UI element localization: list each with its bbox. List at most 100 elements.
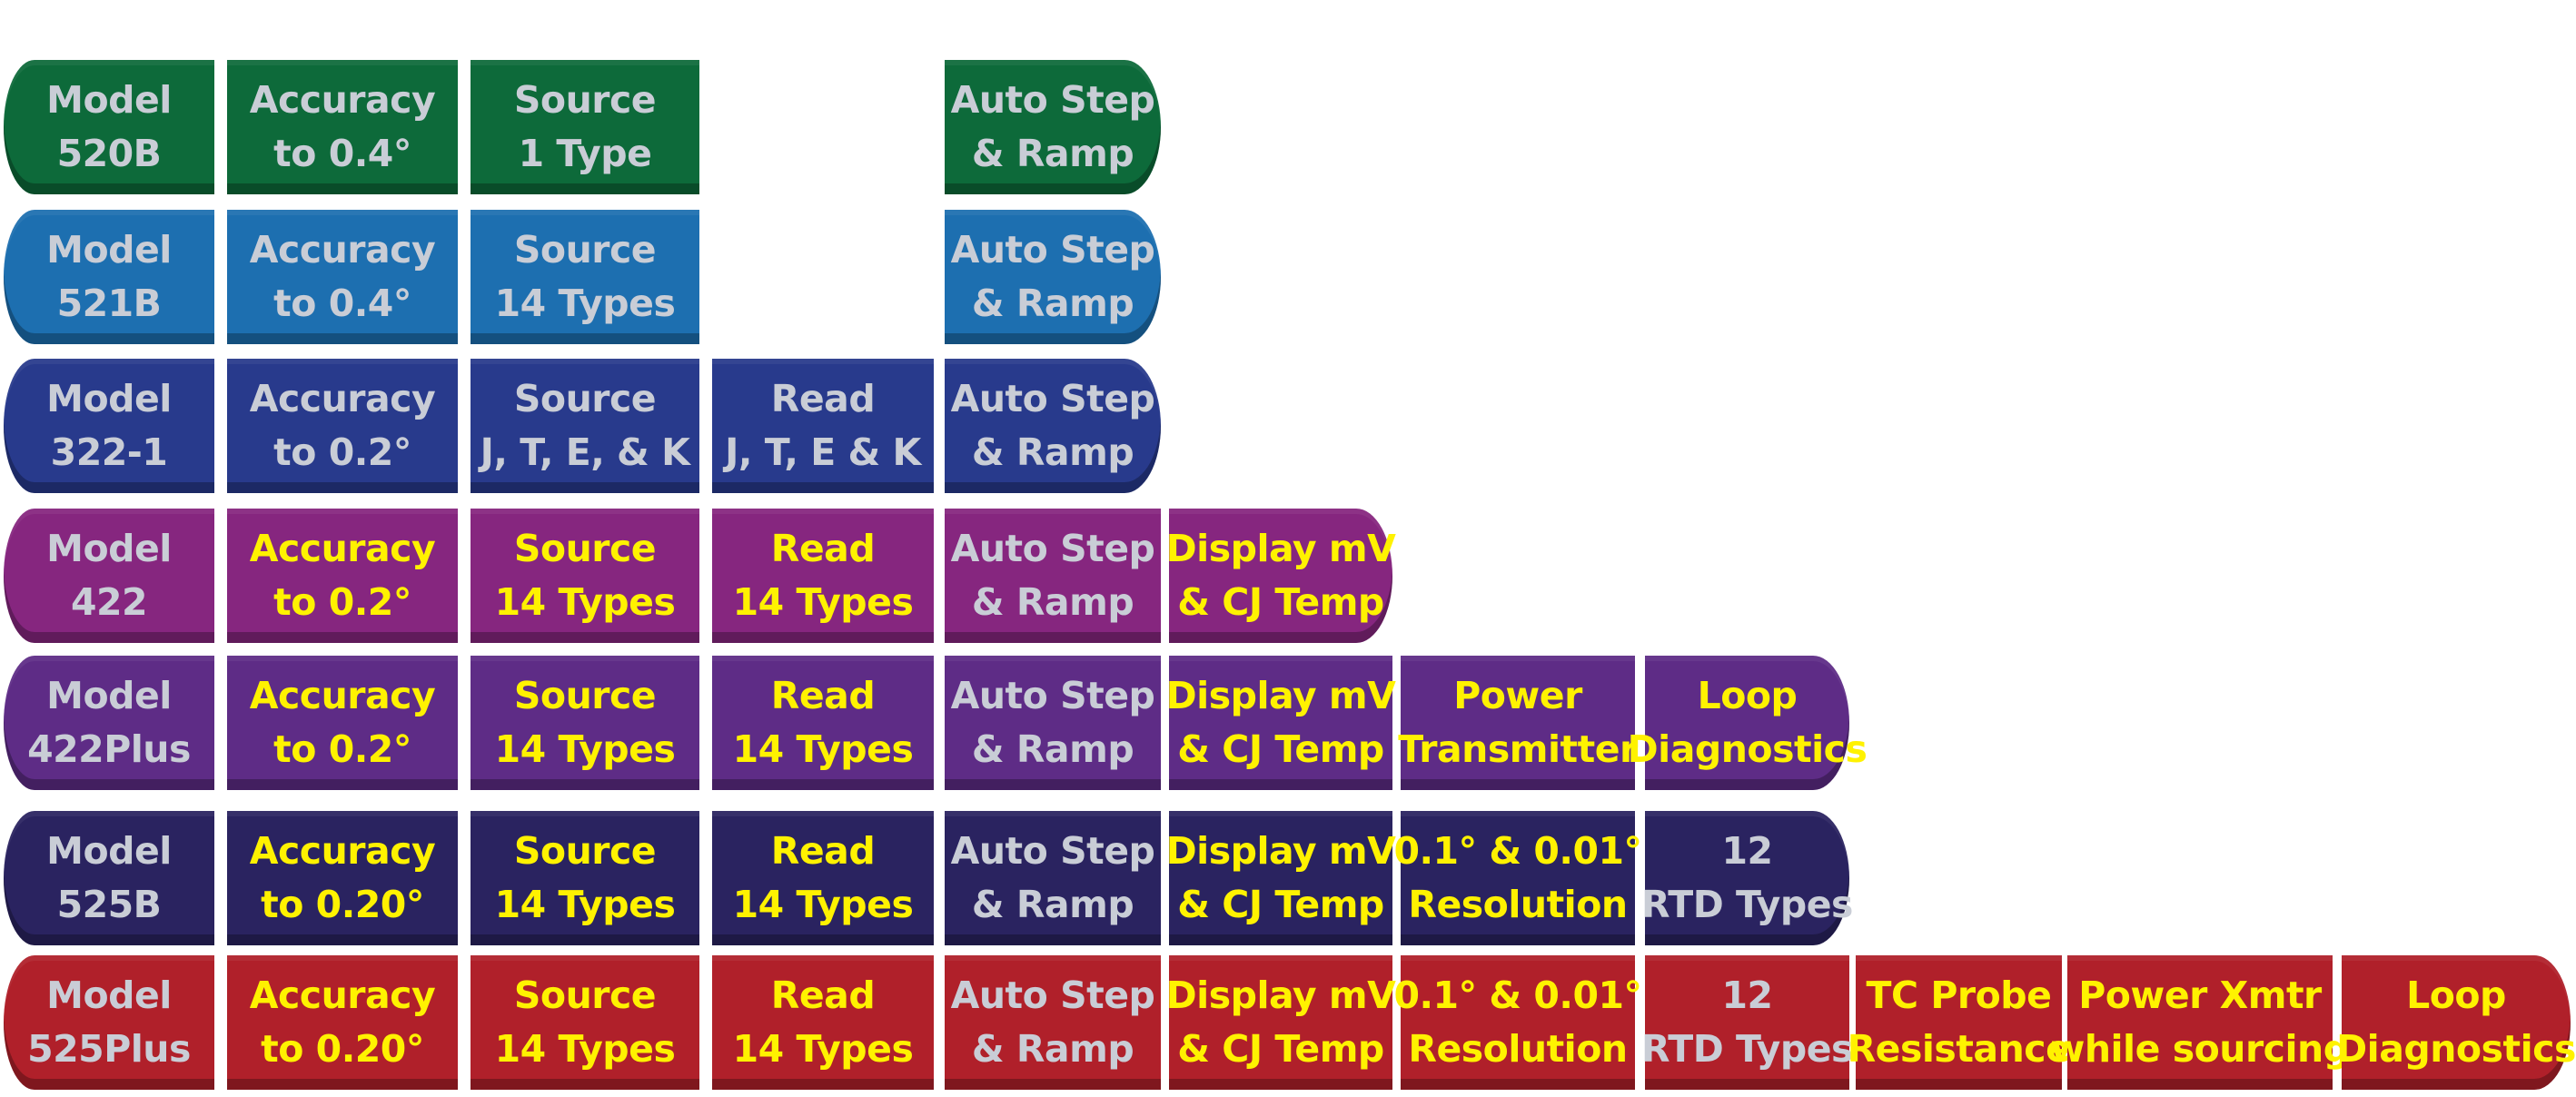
cell-line-bottom: RTD Types [1641, 883, 1853, 926]
cell-line-top: Source [513, 228, 657, 272]
cell-line-bottom: 422 [70, 580, 148, 624]
feature-cell: Power Xmtr while sourcing [2050, 955, 2350, 1090]
cell-line-top: Auto Step [950, 228, 1155, 272]
cell-line-bottom: 1 Type [518, 132, 652, 175]
cell-line-top: Source [513, 674, 657, 717]
feature-cell: Accuracy to 0.2° [227, 359, 458, 493]
cell-line-top: Loop [2406, 973, 2506, 1017]
cell-line-top: Read [770, 973, 876, 1017]
cell-line-top: Power Xmtr [2078, 973, 2322, 1017]
cell-line-top: 12 [1721, 973, 1773, 1017]
cell-line-top: Model [46, 973, 172, 1017]
feature-cell: Read 14 Types [712, 811, 934, 945]
cell-line-bottom: 525Plus [27, 1027, 191, 1071]
cell-line-bottom: 14 Types [494, 282, 676, 325]
cell-line-bottom: 14 Types [732, 883, 914, 926]
feature-cell: Auto Step & Ramp [945, 359, 1161, 493]
cell-line-top: Auto Step [950, 527, 1155, 570]
feature-cell: Display mV& CJ Temp [1166, 656, 1396, 790]
feature-cell: Read 14 Types [712, 656, 934, 790]
cell-line-top: Read [770, 377, 876, 420]
cell-line-top: Source [513, 829, 657, 873]
cell-line-bottom: & CJ Temp [1177, 1027, 1384, 1071]
cell-line-top: Display mV [1165, 527, 1396, 570]
cell-line-top: Auto Step [950, 829, 1155, 873]
cell-line-bottom: to 0.2° [273, 430, 411, 474]
cell-line-bottom: 14 Types [732, 727, 914, 771]
cell-line-top: Auto Step [950, 674, 1155, 717]
cell-line-bottom: & Ramp [971, 132, 1134, 175]
feature-cell: Accuracy to 0.4° [227, 210, 458, 344]
cell-line-top: Model [46, 377, 172, 420]
feature-cell: Read 14 Types [712, 955, 934, 1090]
feature-cell: Source 1 Type [471, 60, 699, 194]
cell-line-bottom: 521B [56, 282, 162, 325]
feature-cell: Display mV & CJ Temp [1166, 811, 1396, 945]
cell-line-top: Source [513, 78, 657, 122]
cell-line-top: Model [46, 829, 172, 873]
feature-cell: 0.1° & 0.01°Resolution [1393, 955, 1642, 1090]
cell-line-bottom: 525B [56, 883, 162, 926]
cell-line-top: Accuracy [249, 377, 436, 420]
cell-line-top: Model [46, 674, 172, 717]
cell-line-top: Read [770, 829, 876, 873]
cell-line-top: Accuracy [249, 78, 436, 122]
cell-line-bottom: Transmitter [1398, 727, 1638, 771]
cell-line-bottom: & Ramp [971, 1027, 1134, 1071]
cell-line-top: Model [46, 228, 172, 272]
feature-cell: Source 14 Types [471, 656, 699, 790]
cell-line-top: 12 [1721, 829, 1773, 873]
cell-line-top: Read [770, 527, 876, 570]
model-name-cell: Model 521B [4, 210, 214, 344]
cell-line-top: Accuracy [249, 674, 436, 717]
cell-line-bottom: to 0.4° [273, 282, 411, 325]
cell-line-bottom: Resistance [1847, 1027, 2071, 1071]
cell-line-bottom: Diagnostics [1627, 727, 1868, 771]
cell-line-bottom: & CJ Temp [1177, 580, 1384, 624]
feature-cell: Display mV& CJ Temp [1166, 955, 1396, 1090]
cell-line-top: Auto Step [950, 377, 1155, 420]
feature-cell: Auto Step& Ramp [945, 509, 1161, 643]
cell-line-bottom: & Ramp [971, 430, 1134, 474]
cell-line-bottom: while sourcing [2050, 1027, 2350, 1071]
cell-line-bottom: J, T, E & K [725, 430, 921, 474]
cell-line-top: Loop [1697, 674, 1798, 717]
cell-line-bottom: & Ramp [971, 883, 1134, 926]
feature-cell: Auto Step& Ramp [945, 656, 1161, 790]
model-row: Model 521B Accuracy to 0.4° Source 14 Types Au… [0, 210, 2571, 344]
cell-line-bottom: 14 Types [494, 727, 676, 771]
cell-line-top: Model [46, 78, 172, 122]
cell-line-top: Read [770, 674, 876, 717]
cell-line-bottom: & CJ Temp [1177, 883, 1384, 926]
cell-line-top: Accuracy [249, 228, 436, 272]
cell-line-bottom: 14 Types [732, 1027, 914, 1071]
feature-cell: 0.1° & 0.01°Resolution [1393, 811, 1642, 945]
cell-line-bottom: 14 Types [732, 580, 914, 624]
cell-line-bottom: Diagnostics [2336, 1027, 2576, 1071]
cell-line-top: Display mV [1165, 829, 1396, 873]
feature-cell: Auto Step & Ramp [945, 60, 1161, 194]
model-name-cell: Model 525Plus [4, 955, 214, 1090]
cell-line-top: Source [513, 973, 657, 1017]
cell-line-bottom: to 0.2° [273, 727, 411, 771]
cell-line-bottom: to 0.2° [273, 580, 411, 624]
cell-line-top: Accuracy [249, 829, 436, 873]
cell-line-top: Auto Step [950, 78, 1155, 122]
